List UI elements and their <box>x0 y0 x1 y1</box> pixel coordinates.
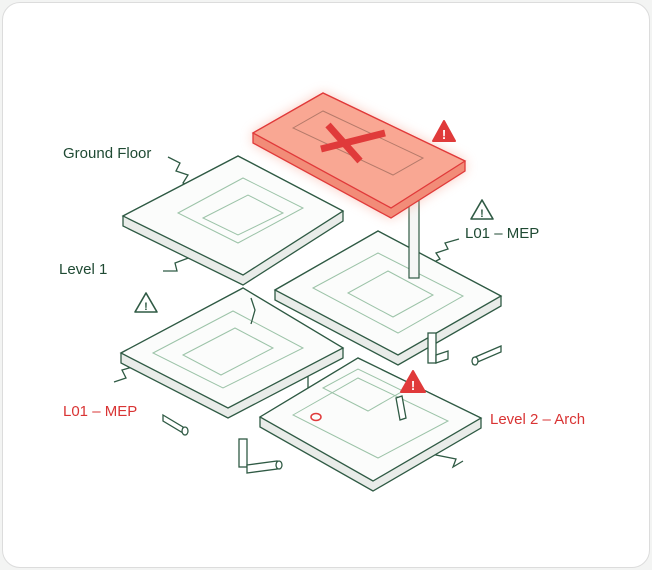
label-l01-mep-right: L01 – MEP <box>465 225 540 242</box>
clash-marker <box>310 412 322 422</box>
svg-text:!: ! <box>480 208 484 220</box>
label-level-2-arch: Level 2 – Arch <box>490 411 586 428</box>
warning-icon: ! <box>400 370 426 393</box>
leader-l01-mep-right <box>427 238 460 266</box>
pipe-fitting-icon <box>162 297 502 474</box>
slab-l01-mep-left <box>119 287 345 419</box>
slab-rejected <box>251 92 467 219</box>
svg-text:!: ! <box>442 127 446 142</box>
slab-ground-floor <box>121 155 345 286</box>
floor-stack-illustration: ! ! ! ! <box>113 92 503 492</box>
label-level-1: Level 1 <box>59 261 108 278</box>
label-l01-mep-left: L01 – MEP <box>63 403 138 420</box>
svg-text:!: ! <box>144 301 148 313</box>
slab-l01-mep-right <box>273 230 503 366</box>
warning-icon: ! <box>432 120 456 142</box>
warning-icon: ! <box>470 199 494 220</box>
slab-level-2-arch <box>258 357 483 492</box>
error-x-icon <box>320 122 386 164</box>
label-ground-floor: Ground Floor <box>63 145 152 162</box>
warning-icon: ! <box>134 292 158 313</box>
svg-text:!: ! <box>411 378 415 393</box>
